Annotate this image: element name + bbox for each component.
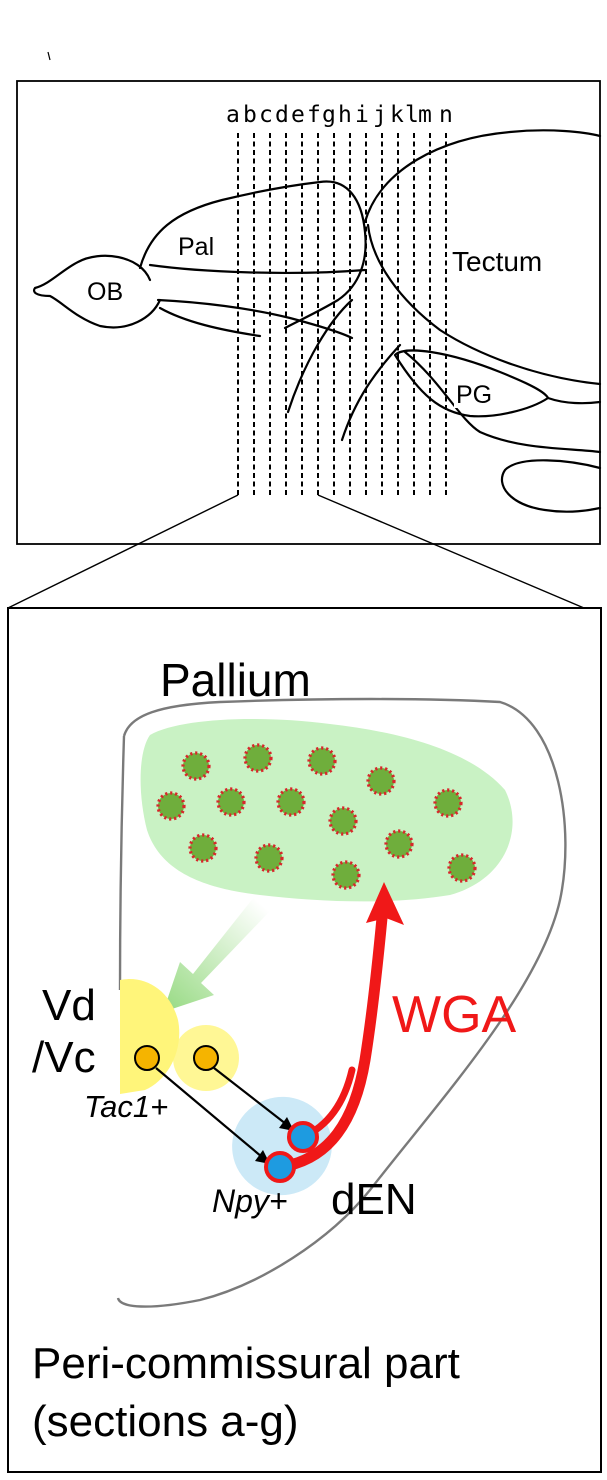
olfactory-bulb-outline: [33, 254, 162, 329]
pituitary-lobe: [500, 459, 602, 513]
top-panel-frame: [16, 80, 601, 545]
caption-line-2: (sections a-g): [32, 1397, 299, 1446]
pg-label-bg: [454, 378, 506, 408]
section-letter-b: b: [243, 102, 257, 128]
label-tac1: Tac1+: [84, 1089, 168, 1124]
projection-arrow-green: [163, 897, 270, 1012]
section-letter-i: i: [355, 102, 369, 128]
tac1-neuron-2: [193, 1045, 219, 1071]
green-neuron: [276, 787, 306, 817]
lower-forebrain-line: [158, 306, 262, 338]
green-neuron: [433, 788, 463, 818]
tectum-inner-line: [366, 223, 602, 386]
arrow-line-lower: [155, 1067, 263, 1158]
green-neuron: [331, 860, 361, 890]
diencephalon-line-1: [286, 298, 354, 414]
brain-sagittal-panel: a b c d e f g h i j k l m n: [16, 80, 602, 545]
label-pallium: Pallium: [160, 654, 311, 706]
zoom-line-right: [317, 494, 585, 609]
arrow-line-upper: [213, 1067, 287, 1125]
green-neuron: [188, 833, 218, 863]
label-pg: PG: [456, 381, 492, 409]
section-letter-j: j: [373, 102, 387, 128]
label-vc: /Vc: [32, 1033, 96, 1082]
npy-neuron-1: [287, 1121, 319, 1153]
green-neuron: [307, 746, 337, 776]
pallium-section-panel: Pallium Vd /Vc Tac1+ Npy+ dEN WGA Peri-c…: [7, 607, 602, 1473]
label-pal: Pal: [178, 233, 214, 261]
tectum-outline: [363, 129, 602, 224]
section-letter-k: k: [390, 102, 404, 128]
hypothalamus-line: [403, 350, 602, 454]
npy-neuron-2: [264, 1151, 296, 1183]
section-letter-m: m: [418, 102, 432, 128]
green-neuron: [181, 751, 211, 781]
tectum-label-bg: [450, 244, 565, 278]
green-neuron: [254, 843, 284, 873]
label-den: dEN: [331, 1175, 417, 1224]
green-neuron: [366, 766, 396, 796]
tac1-neuron-1: [134, 1045, 160, 1071]
stray-mark: [47, 51, 51, 61]
pallial-target-region: [140, 719, 513, 902]
ventral-telencephalon-line: [156, 298, 354, 340]
ventral-brain-line: [546, 396, 602, 405]
section-letter-f: f: [307, 102, 321, 128]
label-vd: Vd: [42, 981, 96, 1030]
section-letter-g: g: [322, 102, 336, 128]
section-letter-e: e: [291, 102, 305, 128]
green-neuron: [384, 829, 414, 859]
zoom-connector: [7, 494, 585, 609]
pal-ventral-line: [148, 263, 367, 275]
section-letter-n: n: [439, 102, 453, 128]
diencephalon-line-2: [340, 343, 402, 442]
section-lines: [237, 133, 447, 495]
section-outline: [116, 697, 567, 1308]
label-wga: WGA: [392, 986, 517, 1044]
green-neuron: [216, 787, 246, 817]
green-neuron: [243, 743, 273, 773]
green-neuron: [447, 853, 477, 883]
section-letters: a b c d e f g h i j k l m n: [226, 102, 453, 128]
bottom-panel-frame: [7, 607, 602, 1473]
wga-arrow-head: [366, 882, 404, 925]
label-npy: Npy+: [212, 1183, 288, 1219]
section-letter-h: h: [338, 102, 352, 128]
section-letter-l: l: [405, 102, 419, 128]
pallium-outline: [138, 180, 367, 330]
section-letter-a: a: [226, 102, 240, 128]
wga-labeled-neurons: [156, 743, 477, 890]
caption-line-1: Peri-commissural part: [32, 1339, 460, 1388]
green-neuron: [328, 806, 358, 836]
zoom-line-left: [7, 494, 239, 609]
label-tectum: Tectum: [452, 246, 542, 277]
wga-tract: [274, 912, 388, 1173]
vd-vc-region: [120, 979, 180, 1094]
section-letter-d: d: [275, 102, 289, 128]
green-neuron: [156, 791, 186, 821]
den-region: [232, 1096, 332, 1196]
section-letter-c: c: [259, 102, 273, 128]
label-ob: OB: [87, 278, 123, 306]
